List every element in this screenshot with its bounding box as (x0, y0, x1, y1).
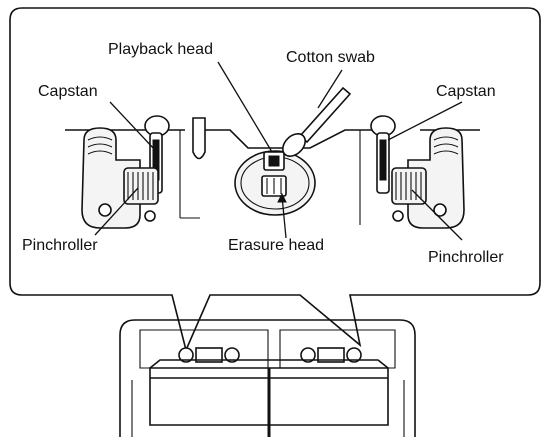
playback-head-label: Playback head (108, 41, 213, 58)
playback-head-pointer (218, 62, 272, 152)
left-pinchroller-label: Pinchroller (22, 237, 98, 254)
cassette-deck (120, 320, 415, 437)
left-pinchroller (82, 128, 158, 228)
left-capstan-label: Capstan (38, 83, 98, 100)
head-assembly (235, 151, 315, 215)
right-pinchroller (392, 128, 464, 228)
right-pinchroller-label: Pinchroller (428, 249, 504, 266)
right-capstan-label: Capstan (436, 83, 496, 100)
cotton-swab (278, 88, 350, 161)
cotton-swab-label: Cotton swab (286, 49, 375, 66)
erasure-head-label: Erasure head (228, 237, 324, 254)
